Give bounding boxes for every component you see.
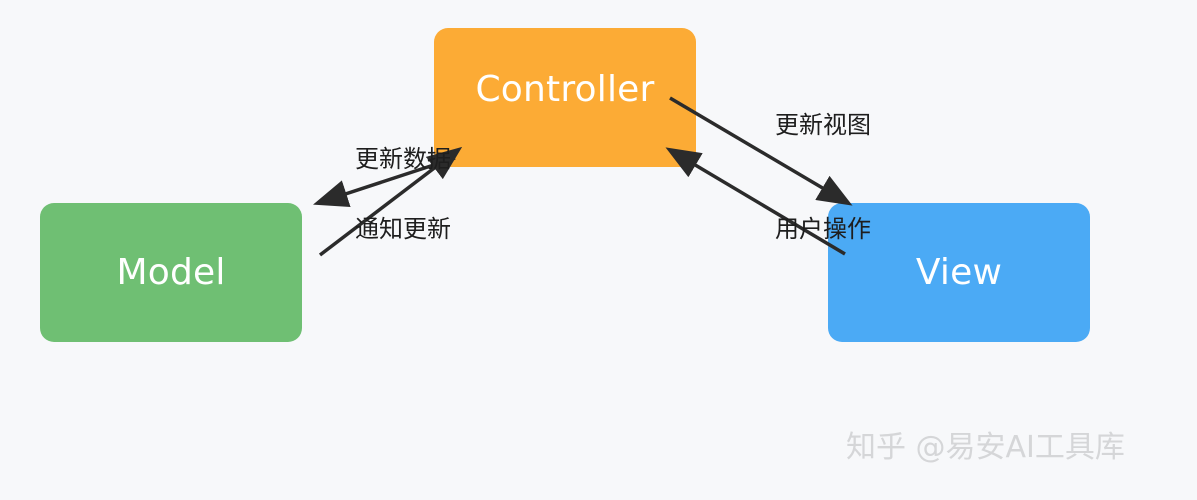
arrow-model-to-controller bbox=[318, 146, 463, 257]
arrow-controller-to-view bbox=[669, 96, 853, 206]
model-label: Model bbox=[116, 252, 226, 293]
edge-label-update-view: 更新视图 bbox=[775, 111, 871, 139]
controller-label: Controller bbox=[475, 69, 655, 110]
edge-label-user-action: 用户操作 bbox=[775, 215, 871, 243]
controller-node: Controller bbox=[434, 28, 696, 167]
edge-label-update-data: 更新数据 bbox=[355, 145, 451, 173]
view-label: View bbox=[915, 252, 1003, 293]
arrow-view-to-controller bbox=[665, 147, 846, 256]
model-node: Model bbox=[40, 203, 302, 342]
edge-label-notify-update: 通知更新 bbox=[355, 215, 451, 243]
watermark: 知乎 @易安AI工具库 bbox=[846, 430, 1125, 465]
view-node: View bbox=[828, 203, 1090, 342]
